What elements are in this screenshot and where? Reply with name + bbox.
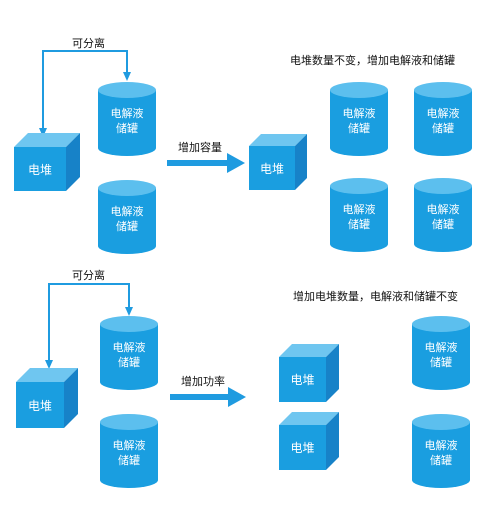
stack-cube-bottom-right-2: 电堆	[279, 412, 339, 470]
tank-line-1: 电解液	[424, 439, 458, 452]
electrolyte-tank-bottom-1: 电解液储罐	[100, 316, 158, 390]
connector-left-vertical-top	[42, 50, 44, 128]
cube-side-face	[66, 133, 80, 191]
separable-label-top: 可分离	[72, 37, 105, 50]
cube-side-face	[64, 368, 78, 428]
tank-line-2: 储罐	[348, 218, 370, 231]
cube-side-face	[295, 134, 307, 190]
tank-line-2: 储罐	[348, 122, 370, 135]
increase-power-label: 增加功率	[181, 375, 225, 388]
tank-line-2: 储罐	[116, 220, 138, 233]
electrolyte-tank-top-6: 电解液储罐	[414, 178, 472, 252]
tank-line-2: 储罐	[118, 454, 140, 467]
increase-power-arrow	[170, 387, 246, 407]
connector-horizontal-top	[42, 50, 128, 52]
tank-line-2: 储罐	[118, 356, 140, 369]
electrolyte-tank-top-4: 电解液储罐	[414, 82, 472, 156]
stack-cube-top-left: 电堆	[14, 133, 80, 191]
cube-side-face	[326, 344, 339, 402]
tank-line-1: 电解液	[342, 107, 376, 120]
tank-line-2: 储罐	[430, 454, 452, 467]
tank-line-2: 储罐	[432, 218, 454, 231]
tank-line-1: 电解液	[342, 203, 376, 216]
power-result-title: 增加电堆数量，电解液和储罐不变	[293, 290, 458, 303]
increase-capacity-label: 增加容量	[178, 141, 222, 154]
capacity-result-title: 电堆数量不变，增加电解液和储罐	[290, 54, 455, 67]
tank-line-1: 电解液	[110, 205, 144, 218]
stack-label: 电堆	[279, 425, 326, 470]
cube-top-face	[14, 133, 80, 147]
connector-left-vertical-bottom	[48, 283, 50, 360]
tank-line-2: 储罐	[116, 122, 138, 135]
electrolyte-tank-bottom-3: 电解液储罐	[412, 316, 470, 390]
connector-right-vertical-top	[126, 50, 128, 72]
stack-label: 电堆	[249, 146, 295, 190]
cube-top-face	[279, 344, 339, 357]
arrowhead-to-tank-bottom	[125, 307, 133, 316]
tank-line-1: 电解液	[112, 439, 146, 452]
tank-line-1: 电解液	[112, 341, 146, 354]
electrolyte-tank-top-5: 电解液储罐	[330, 178, 388, 252]
tank-line-1: 电解液	[424, 341, 458, 354]
tank-line-1: 电解液	[426, 107, 460, 120]
stack-cube-bottom-right-1: 电堆	[279, 344, 339, 402]
electrolyte-tank-bottom-4: 电解液储罐	[412, 414, 470, 488]
stack-cube-bottom-left: 电堆	[16, 368, 78, 428]
stack-label: 电堆	[16, 382, 64, 428]
arrowhead-to-stack-bottom	[45, 360, 53, 369]
cube-side-face	[326, 412, 339, 470]
connector-right-vertical-bottom	[128, 283, 130, 307]
tank-line-1: 电解液	[110, 107, 144, 120]
increase-capacity-arrow	[167, 153, 245, 173]
tank-line-2: 储罐	[432, 122, 454, 135]
stack-cube-top-right: 电堆	[249, 134, 307, 190]
tank-line-1: 电解液	[426, 203, 460, 216]
connector-horizontal-bottom	[48, 283, 130, 285]
stack-label: 电堆	[279, 357, 326, 402]
cube-top-face	[249, 134, 307, 146]
cube-top-face	[16, 368, 78, 382]
electrolyte-tank-top-1: 电解液储罐	[98, 82, 156, 156]
electrolyte-tank-top-2: 电解液储罐	[98, 180, 156, 254]
arrowhead-to-stack-top	[39, 128, 47, 137]
tank-line-2: 储罐	[430, 356, 452, 369]
cube-top-face	[279, 412, 339, 425]
separable-label-bottom: 可分离	[72, 269, 105, 282]
arrowhead-to-tank-top	[123, 72, 131, 81]
electrolyte-tank-bottom-2: 电解液储罐	[100, 414, 158, 488]
electrolyte-tank-top-3: 电解液储罐	[330, 82, 388, 156]
stack-label: 电堆	[14, 147, 66, 191]
